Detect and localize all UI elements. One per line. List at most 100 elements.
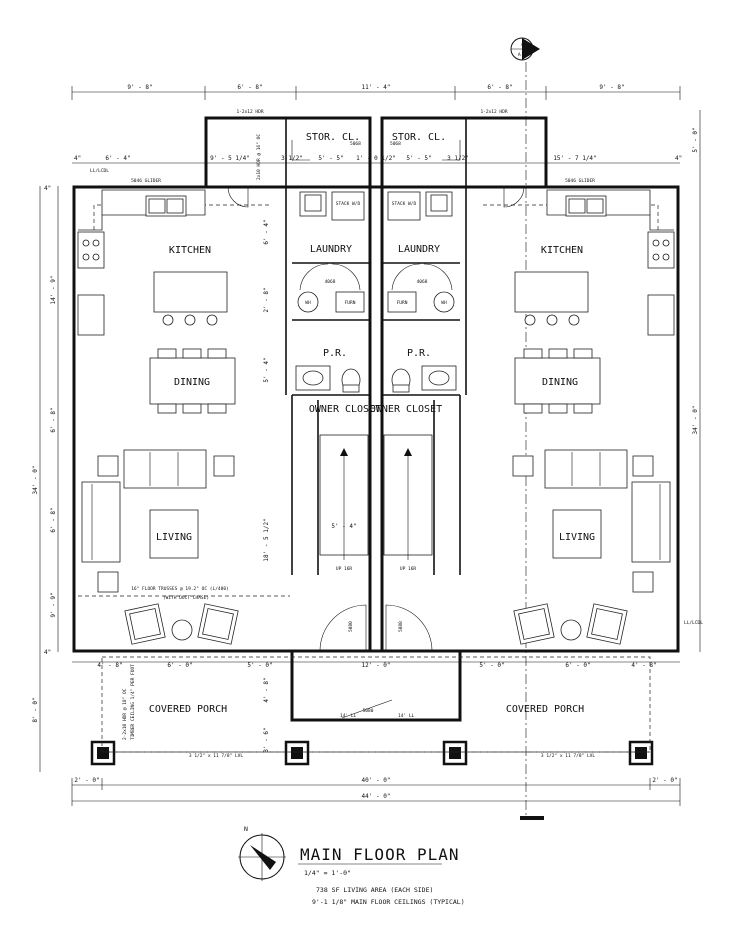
room-dining-left: DINING (174, 377, 210, 388)
dim-r2-7: 3 1/2" (447, 155, 469, 162)
dim-r2-1: 6' - 4" (105, 155, 130, 162)
dim-bottom-40: 40' - 0" (362, 777, 391, 784)
note-ceilings: 9'-1 1/8" MAIN FLOOR CEILINGS (TYPICAL) (312, 898, 465, 906)
dim-lower-5: 5' - 0" (479, 662, 504, 669)
left-unit: KITCHEN DINING LIVING 16" FLOOR TRUSSES … (77, 186, 249, 645)
room-laundry-right: LAUNDRY (398, 244, 440, 255)
room-porch-right: COVERED PORCH (506, 704, 584, 715)
furn-left: FURN (345, 300, 356, 306)
dim-top-4: 6' - 8" (487, 84, 512, 91)
dim-core-3: 2' - 8" (263, 287, 270, 312)
dim-bottom-right: 2' - 0" (652, 777, 677, 784)
dim-r2-8: 15' - 7 1/4" (553, 155, 596, 162)
dim-right-4: 4" (675, 155, 682, 162)
dim-top-2: 6' - 8" (237, 84, 262, 91)
ll-left: 14' LL (340, 713, 357, 719)
dim-bottom-44: 44' - 0" (362, 793, 391, 800)
door-laundry-right: 4068 (417, 279, 428, 285)
dim-left-total: 34' - 0" (32, 466, 39, 495)
dim-core-porch2: 3' - 6" (263, 727, 270, 752)
dim-left-1: 14' - 9" (50, 276, 57, 305)
dim-r2-2: 9' - 5 1/4" (210, 155, 250, 162)
up-label-right: UP 16R (400, 566, 417, 572)
furn-right: FURN (397, 300, 408, 306)
room-owner-closet-left: OWNER CLOSET (309, 404, 381, 415)
dim-top-5: 9' - 8" (599, 84, 624, 91)
dim-r2-4: 5' - 5" (318, 155, 343, 162)
door-laundry-left: 4068 (325, 279, 336, 285)
door-ext: 5080 (363, 708, 374, 714)
room-living-left: LIVING (156, 532, 192, 543)
wh-left: WH (305, 300, 311, 306)
dim-lower-3: 5' - 0" (247, 662, 272, 669)
room-kitchen-left: KITCHEN (169, 245, 211, 256)
ll-note-left: LL/LCDL (90, 168, 109, 174)
left-dimensions: 34' - 0" 14' - 9" 6' - 8" 6' - 8" 9' - 9… (32, 185, 59, 772)
wh-right: WH (441, 300, 447, 306)
room-living-right: LIVING (559, 532, 595, 543)
hdr-label-left: 1-2x12 HDR (236, 109, 263, 115)
room-stor-left: STOR. CL. (306, 132, 360, 143)
hdr-label-right: 1-2x12 HDR (480, 109, 507, 115)
dim-r2-6: 5' - 5" (406, 155, 431, 162)
door-entry-left: 5080 (348, 621, 354, 632)
stack-wd-right: STACK W/D (392, 201, 417, 207)
floor-truss-note: 16" FLOOR TRUSSES @ 19.2" OC (L/480) (131, 586, 229, 592)
dim-left-porch: 8' - 0" (32, 697, 39, 722)
up-label-left: UP 16R (336, 566, 353, 572)
dim-core-1: 6' - 4" (263, 219, 270, 244)
window-kitchen-right: 5046 GLIDER (565, 178, 595, 184)
door-stor-right: 5068 (390, 141, 401, 147)
lvl-right: 3 1/2" x 11 7/8" LVL (541, 753, 595, 759)
room-laundry-left: LAUNDRY (310, 244, 352, 255)
section-marker: 4 A-3 (510, 37, 544, 820)
right-dimensions: 5' - 0" 34' - 0" 4" (675, 110, 701, 652)
dim-core-porch1: 4' - 8" (263, 677, 270, 702)
dim-lower-7: 4' - 8" (631, 662, 656, 669)
north-label: N (244, 825, 248, 833)
room-owner-closet-right: OWNER CLOSET (370, 404, 442, 415)
dim-core-5: 5' - 4" (263, 357, 270, 382)
covered-porch: COVERED PORCH COVERED PORCH 3 1/2" x 11 … (122, 134, 595, 759)
porch-hdr: 2-2x10 HDR @ 18" OC (122, 688, 128, 740)
dim-lower-2: 6' - 0" (167, 662, 192, 669)
dim-left-top-4: 4" (44, 185, 51, 192)
note-living-area: 738 SF LIVING AREA (EACH SIDE) (316, 886, 433, 894)
dim-right-total: 34' - 0" (692, 406, 699, 435)
dim-right-1: 5' - 0" (692, 127, 699, 152)
section-number: 4 (521, 42, 524, 48)
dim-lower-4: 12' - 0" (362, 662, 391, 669)
dim-lower-1: 4' - 8" (97, 662, 122, 669)
dim-left-bot-4: 4" (44, 649, 51, 656)
plan-title: MAIN FLOOR PLAN (300, 845, 460, 864)
dim-top-3: 11' - 4" (362, 84, 391, 91)
section-sheet: A-3 (518, 52, 526, 58)
door-entry-right: 5080 (398, 621, 404, 632)
ll-note-right: LL/LCDL (684, 620, 703, 626)
door-stor-left: 5068 (350, 141, 361, 147)
room-pr-right: P.R. (407, 348, 431, 359)
north-arrow: N (238, 825, 286, 881)
lvl-left: 3 1/2" x 11 7/8" LVL (189, 753, 243, 759)
dim-stair-width: 5' - 4" (331, 523, 356, 530)
dim-left-3: 6' - 8" (50, 507, 57, 532)
window-kitchen-left: 5046 GLIDER (131, 178, 161, 184)
top-dimensions: 9' - 8" 6' - 8" 11' - 4" 6' - 8" 9' - 8"… (71, 84, 681, 184)
dim-lower-6: 6' - 0" (565, 662, 590, 669)
center-core: STOR. CL. STOR. CL. 5068 5068 STACK W/D … (263, 132, 461, 753)
room-dining-right: DINING (542, 377, 578, 388)
duct-chase-note: (WITH DUCT CHASE) (163, 595, 209, 601)
ll-right: 14' LL (398, 713, 415, 719)
dim-top-1: 9' - 8" (127, 84, 152, 91)
hdr-vertical: 2x10 HDR @ 16" OC (256, 134, 262, 180)
stack-wd-left: STACK W/D (336, 201, 361, 207)
room-pr-left: P.R. (323, 348, 347, 359)
bottom-dimensions: 4' - 8" 6' - 0" 5' - 0" 12' - 0" 5' - 0"… (71, 661, 681, 806)
porch-hdr2: TIMBER CEILING 1/4" PER FOOT (130, 664, 136, 740)
dim-left-2: 6' - 8" (50, 407, 57, 432)
title-block: MAIN FLOOR PLAN 1/4" = 1'-0" 738 SF LIVI… (298, 845, 465, 906)
room-kitchen-right: KITCHEN (541, 245, 583, 256)
dim-r2-0: 4" (74, 155, 81, 162)
